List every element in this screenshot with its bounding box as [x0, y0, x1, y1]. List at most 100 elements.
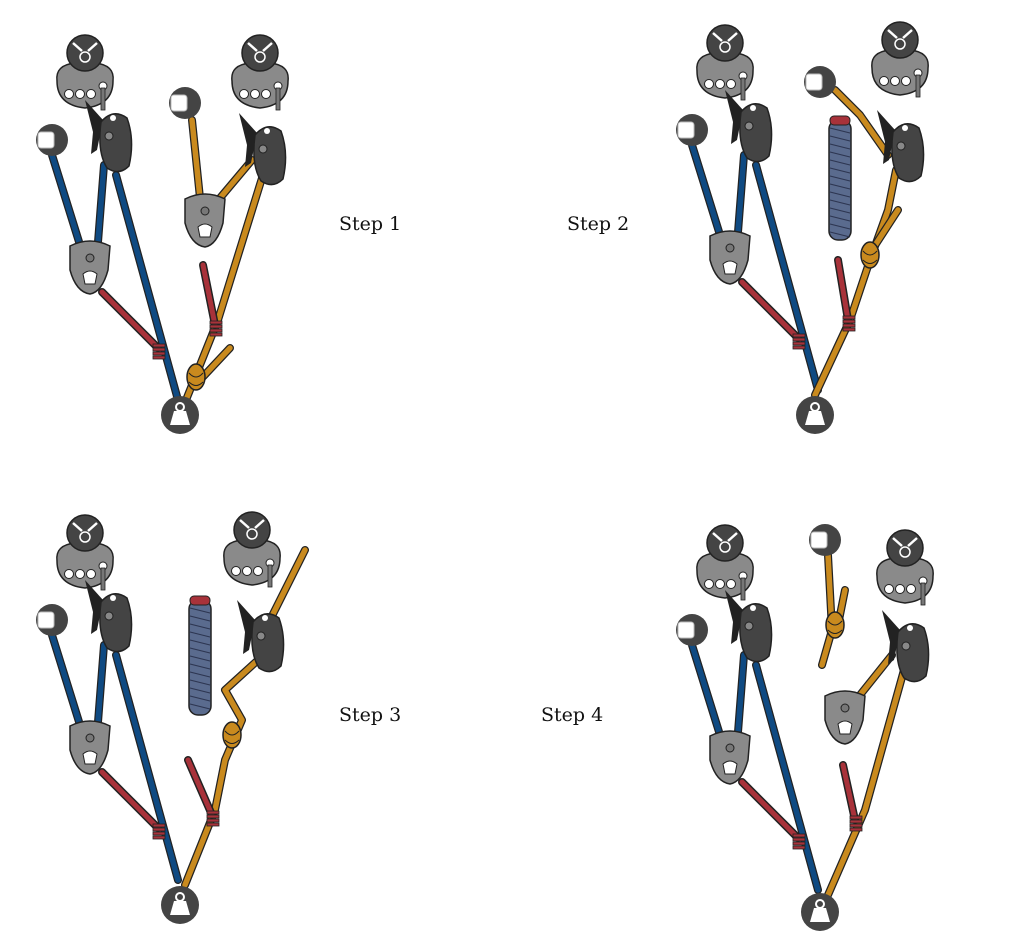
- orange-rope-pulley: [856, 651, 896, 699]
- pulley-eye: [82, 750, 98, 765]
- grab-hole: [902, 125, 908, 131]
- blue-rope-main: [752, 661, 822, 894]
- blue-rope-pulley: [94, 641, 108, 726]
- knot-lines: [862, 250, 878, 264]
- hand-pull-icon: [169, 87, 201, 119]
- prusik-wrap: [206, 814, 220, 819]
- blue-rope-main-core: [753, 162, 821, 393]
- step-2-label: Step 2: [567, 213, 630, 235]
- hand-pull-icon: [676, 114, 708, 146]
- sling-stitch: [829, 127, 851, 134]
- plate-hole: [64, 89, 74, 99]
- sling-stitch: [189, 623, 211, 630]
- grab-arm: [725, 590, 743, 644]
- hand-fist: [677, 621, 695, 639]
- grab-screw: [896, 141, 906, 151]
- prusik-wrap: [152, 355, 166, 360]
- traveling-pulley: [69, 720, 111, 775]
- sling-stitch: [189, 607, 211, 614]
- prusik-wrap: [842, 315, 856, 320]
- blue-rope-pulley: [734, 651, 748, 736]
- anchor-icon: [66, 34, 104, 72]
- anchor-pulley: [696, 24, 754, 101]
- figure-eight-knot: [222, 721, 242, 749]
- grab-screw: [744, 121, 754, 131]
- weight-shape: [170, 411, 190, 425]
- sling-stitch: [189, 703, 211, 710]
- traveling-pulley: [184, 193, 226, 248]
- plate-hole: [75, 569, 85, 579]
- anchor-ring: [899, 546, 911, 558]
- blue-rope-pulley: [94, 161, 108, 246]
- grab-screw: [258, 144, 268, 154]
- sling-top: [189, 595, 211, 606]
- plate-hole: [231, 566, 241, 576]
- pulley-axle: [725, 743, 735, 753]
- hand-fist: [677, 121, 695, 139]
- grab-screw: [256, 631, 266, 641]
- blue-rope-main: [752, 161, 822, 394]
- anchor-ring: [246, 528, 258, 540]
- anchor-pulley: [223, 511, 281, 588]
- pulley-eye: [837, 720, 853, 735]
- pulley-body: [69, 240, 111, 295]
- pulley-body: [69, 720, 111, 775]
- orange-rope-hand: [188, 116, 204, 202]
- step-1-label: Step 1: [339, 213, 402, 235]
- anchor-pulley: [696, 524, 754, 601]
- swivel-connector: [915, 74, 921, 98]
- pulley-axle: [85, 253, 95, 263]
- pulley-axle: [840, 703, 850, 713]
- traveling-pulley: [824, 690, 866, 745]
- prusik-wrap: [152, 827, 166, 832]
- blue-rope-hand-core: [49, 632, 83, 728]
- knot-lines: [224, 730, 240, 744]
- grab-body: [253, 126, 287, 186]
- hand-pull-icon: [804, 66, 836, 98]
- orange-rope-main-core: [825, 667, 907, 898]
- grab-arm: [725, 90, 743, 144]
- carabiner-prusik: [834, 256, 856, 332]
- sling-stitch: [829, 207, 851, 214]
- anchor-icon: [233, 511, 271, 549]
- blue-rope-main: [112, 171, 182, 404]
- sling: [188, 599, 212, 716]
- hand-pull-icon: [36, 604, 68, 636]
- sling-stitch: [829, 183, 851, 190]
- anchor-ring: [79, 531, 91, 543]
- rope-grab-device: [237, 600, 285, 673]
- orange-rope-hand-core: [189, 117, 203, 201]
- weight-handle: [175, 892, 185, 902]
- anchor-icon: [66, 514, 104, 552]
- anchor-ring: [79, 51, 91, 63]
- blue-rope-hand: [688, 641, 724, 739]
- orange-rope-pulley-core: [217, 157, 255, 201]
- grab-hole: [262, 615, 268, 621]
- swivel-connector: [100, 87, 106, 111]
- carabiner-prusik: [98, 288, 166, 360]
- weight-shape: [805, 411, 825, 425]
- hand-pull-icon: [809, 524, 841, 556]
- prusik-wrap: [209, 320, 223, 325]
- swivel-connector: [275, 87, 281, 111]
- sling-stitch: [189, 679, 211, 686]
- rope-grab-device: [239, 113, 287, 186]
- blue-rope-main-core: [113, 652, 181, 883]
- sling-stitch: [189, 695, 211, 702]
- blue-rope-main-core: [113, 172, 181, 403]
- plate-hole: [884, 584, 894, 594]
- sling-stitch: [189, 631, 211, 638]
- anchor-pulley: [56, 514, 114, 591]
- pulley-eye: [197, 223, 213, 238]
- orange-rope-tail: [868, 206, 902, 254]
- anchor-mark: [72, 522, 98, 532]
- sling-stitch: [189, 663, 211, 670]
- plate-hole: [715, 579, 725, 589]
- rope-grab-device: [85, 580, 133, 653]
- pulley-eye: [722, 260, 738, 275]
- rope-grab-device: [882, 610, 930, 683]
- load-weight-icon: [161, 396, 199, 434]
- pulley-axle: [200, 206, 210, 216]
- grab-hole: [110, 115, 116, 121]
- plate-hole: [704, 579, 714, 589]
